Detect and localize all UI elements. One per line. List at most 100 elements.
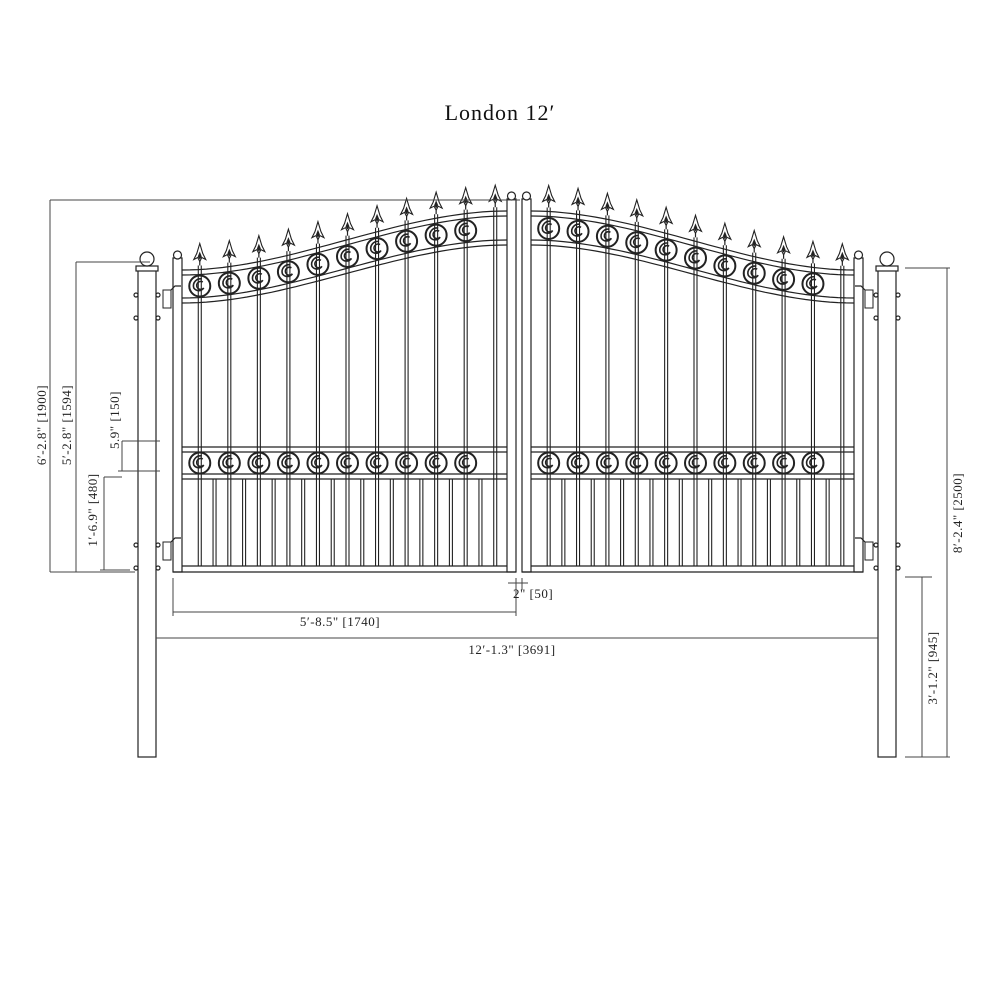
scroll-ornament-icon bbox=[395, 229, 419, 253]
post-body bbox=[877, 267, 897, 758]
scroll-ornament-icon bbox=[336, 451, 359, 475]
ball-post-cap-icon bbox=[879, 251, 895, 267]
spear-finial-icon bbox=[488, 184, 502, 208]
scroll-ornament-icon bbox=[188, 451, 212, 475]
bolt-icon bbox=[155, 315, 161, 321]
bolt-icon bbox=[133, 542, 139, 548]
top-rail bbox=[530, 215, 855, 276]
spear-finial-icon bbox=[688, 214, 703, 238]
hinge-stile bbox=[853, 257, 864, 573]
post-body bbox=[137, 267, 157, 758]
bolt-icon bbox=[873, 565, 879, 571]
scroll-ornament-icon bbox=[595, 224, 619, 248]
scroll-ornament-icon bbox=[537, 451, 561, 475]
scroll-ornament-icon bbox=[247, 451, 271, 475]
spear-finial-icon bbox=[281, 228, 296, 252]
latch-stile bbox=[506, 198, 517, 573]
bolt-icon bbox=[895, 542, 901, 548]
latch-stile bbox=[521, 198, 532, 573]
stile-cap-icon bbox=[521, 191, 532, 201]
bolt-icon bbox=[873, 542, 879, 548]
scroll-ornament-icon bbox=[276, 260, 300, 284]
spear-finial-icon bbox=[311, 221, 325, 245]
left-post bbox=[133, 251, 161, 758]
scroll-ornament-icon bbox=[424, 451, 448, 475]
spear-finial-icon bbox=[776, 236, 791, 260]
spear-finial-icon bbox=[399, 197, 414, 222]
scroll-ornament-icon bbox=[566, 451, 590, 475]
spear-finial-icon bbox=[600, 192, 615, 216]
spear-finial-icon bbox=[571, 187, 585, 211]
scroll-ornament-icon bbox=[772, 267, 796, 291]
drawing-title: London 12′ bbox=[444, 100, 556, 125]
scroll-ornament-icon bbox=[713, 451, 737, 475]
spear-finial-icon bbox=[370, 205, 384, 229]
post-cap-plate bbox=[875, 265, 899, 272]
scroll-ornament-icon bbox=[306, 252, 330, 276]
scroll-ornament-icon bbox=[684, 451, 707, 475]
scroll-ornament-icon bbox=[306, 451, 330, 475]
top-rail bbox=[530, 210, 855, 271]
upper-rail bbox=[181, 244, 508, 304]
spear-finial-icon bbox=[542, 184, 556, 209]
scroll-ornament-icon bbox=[454, 451, 478, 475]
scroll-ornament-icon bbox=[537, 217, 561, 241]
scroll-ornament-icon bbox=[801, 272, 825, 296]
scroll-ornament-icon bbox=[625, 451, 649, 475]
stile-cap-icon bbox=[506, 191, 517, 201]
spear-finial-icon bbox=[222, 240, 236, 264]
scroll-ornament-icon bbox=[625, 231, 649, 255]
bolt-icon bbox=[873, 315, 879, 321]
scroll-ornament-icon bbox=[654, 451, 678, 475]
spear-finial-icon bbox=[252, 235, 266, 259]
top-rail bbox=[181, 210, 508, 271]
scroll-ornament-icon bbox=[566, 219, 590, 243]
scroll-ornament-icon bbox=[713, 254, 737, 278]
bolt-icon bbox=[873, 292, 879, 298]
bolt-icon bbox=[155, 292, 161, 298]
scroll-ornament-icon bbox=[217, 451, 241, 475]
scroll-ornament-icon bbox=[336, 244, 359, 268]
bolt-icon bbox=[133, 565, 139, 571]
scroll-ornament-icon bbox=[654, 238, 678, 262]
scroll-ornament-icon bbox=[217, 271, 241, 295]
scroll-ornament-icon bbox=[188, 274, 212, 298]
scroll-ornament-icon bbox=[772, 451, 796, 475]
stile-cap-icon bbox=[172, 250, 183, 260]
bolt-icon bbox=[895, 315, 901, 321]
scroll-ornament-icon bbox=[276, 451, 300, 475]
scroll-ornament-icon bbox=[801, 451, 825, 475]
scroll-ornament-icon bbox=[395, 451, 419, 475]
scroll-ornament-icon bbox=[595, 451, 619, 475]
spear-finial-icon bbox=[193, 242, 207, 267]
spear-finial-icon bbox=[718, 222, 732, 246]
bolt-icon bbox=[133, 315, 139, 321]
spear-finial-icon bbox=[835, 243, 849, 267]
bolt-icon bbox=[895, 565, 901, 571]
right-post bbox=[873, 251, 901, 758]
post-cap-plate bbox=[135, 265, 159, 272]
scroll-ornament-icon bbox=[365, 237, 389, 261]
scroll-ornament-icon bbox=[365, 451, 389, 475]
scroll-ornament-icon bbox=[247, 266, 271, 290]
scroll-ornament-icon bbox=[742, 451, 766, 475]
scroll-ornament-icon bbox=[684, 246, 707, 270]
ball-post-cap-icon bbox=[139, 251, 155, 267]
spear-finial-icon bbox=[429, 191, 443, 215]
spear-finial-icon bbox=[806, 240, 820, 264]
upper-rail bbox=[181, 239, 508, 299]
spear-finial-icon bbox=[659, 206, 673, 230]
bolt-icon bbox=[133, 292, 139, 298]
spear-finial-icon bbox=[747, 229, 761, 254]
spear-finial-icon bbox=[459, 187, 473, 211]
scroll-ornament-icon bbox=[424, 223, 448, 247]
right-gate-leaf bbox=[521, 184, 874, 573]
left-gate-leaf bbox=[162, 184, 517, 573]
bolt-icon bbox=[895, 292, 901, 298]
upper-rail bbox=[530, 244, 855, 304]
scroll-ornament-icon bbox=[454, 219, 478, 243]
scroll-ornament-icon bbox=[742, 261, 766, 285]
bolt-icon bbox=[155, 565, 161, 571]
spear-finial-icon bbox=[630, 199, 644, 223]
